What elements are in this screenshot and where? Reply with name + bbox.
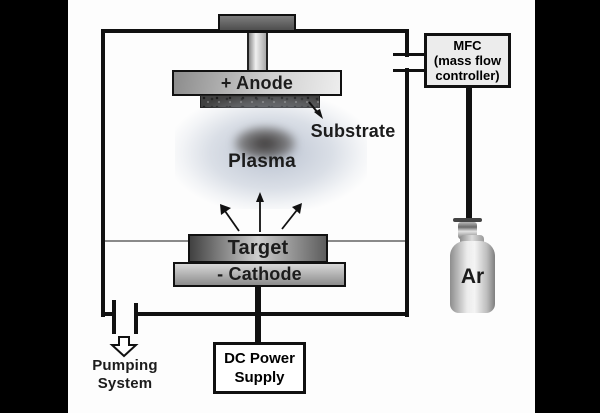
anode-support-rod [247,33,268,70]
pump-pipe-right-wall [134,303,138,334]
argon-label: Ar [460,265,485,288]
plasma-core [233,126,297,161]
gas-inlet-pipe-bottom [393,69,425,72]
cylinder-neck [460,235,484,245]
cathode-plate: - Cathode [173,262,346,287]
argon-cylinder: Ar [450,241,495,313]
mfc-box: MFC (mass flow controller) [424,33,511,88]
gas-inlet-wall-gap [405,57,409,68]
pumping-system-label: Pumping System [83,357,167,393]
dc-power-supply-box: DC Power Supply [213,342,306,394]
chamber-left-wall [101,29,105,317]
mfc-label-line2: (mass flow [433,53,502,68]
target-block: Target [188,234,328,263]
pumping-label-line1: Pumping [92,357,158,374]
pump-port-wall-gap [116,312,134,316]
dc-power-label-line2: Supply [234,369,285,386]
mfc-label-line3: controller) [435,68,500,83]
plasma-label: Plasma [228,151,296,172]
letterbox-left [0,0,68,413]
cathode-power-line [255,286,261,343]
substrate-pointer-arrow-icon [308,101,323,119]
gas-supply-line [466,87,472,219]
pumping-label-line2: System [97,375,153,392]
anode-plate: + Anode [172,70,342,96]
dc-power-label-line1: DC Power [224,350,295,367]
anode-feedthrough-cap [218,14,296,32]
mfc-label-line1: MFC [453,38,482,53]
target-label: Target [227,237,289,259]
pump-pipe-left-wall [112,300,116,334]
cylinder-valve [458,222,477,239]
anode-label: + Anode [220,72,294,93]
pump-arrow-icon [109,336,139,358]
cathode-label: - Cathode [217,264,302,284]
cylinder-valve-flange [453,218,482,222]
chamber-right-wall [405,29,409,317]
substrate-label: Substrate [310,121,396,141]
gas-inlet-pipe-top [393,53,425,56]
letterbox-right [535,0,600,413]
sputter-arrows-icon [220,192,302,232]
